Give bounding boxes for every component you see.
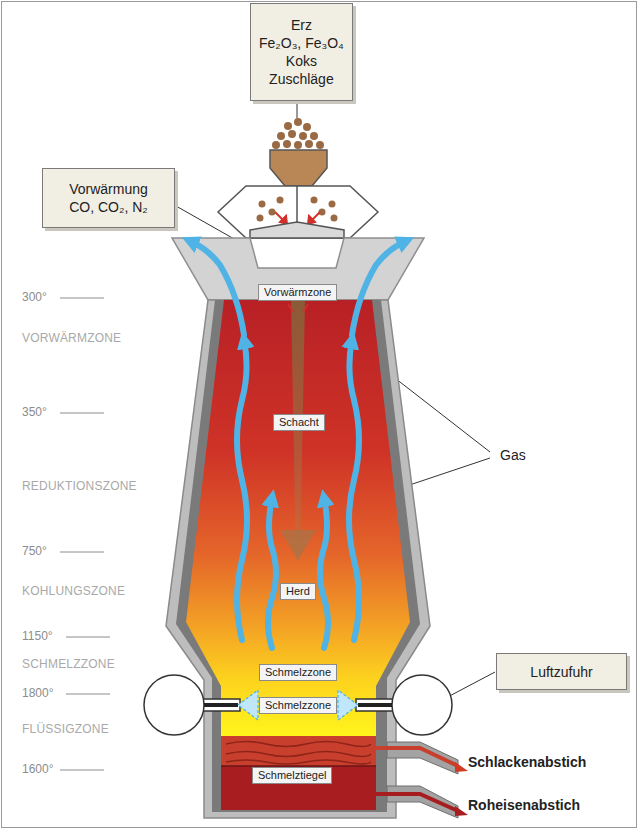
box-text: Zuschläge bbox=[269, 70, 334, 88]
box-text: CO, CO₂, N₂ bbox=[69, 198, 148, 216]
zone-tag: Schacht bbox=[273, 414, 325, 431]
zone-name: KOHLUNGSZONE bbox=[22, 584, 125, 598]
temperature-mark: 300° bbox=[22, 290, 47, 304]
zone-name: VORWÄRMZONE bbox=[22, 331, 121, 345]
temperature-mark: 750° bbox=[22, 544, 47, 558]
box-text: Vorwärmzone bbox=[264, 286, 331, 299]
zone-tag: Schmelzzone bbox=[259, 664, 337, 681]
input-box: Luftzufuhr bbox=[496, 653, 627, 690]
zone-tag: Vorwärmzone bbox=[258, 284, 337, 301]
zone-name: FLÜSSIGZONE bbox=[22, 722, 109, 736]
box-text: Schacht bbox=[279, 416, 319, 429]
box-text: Schmelztiegel bbox=[258, 769, 326, 782]
part-name: Gas bbox=[500, 447, 526, 463]
zone-name: REDUKTIONSZONE bbox=[22, 479, 137, 493]
box-text: Koks bbox=[286, 52, 317, 70]
tap-name: Roheisenabstich bbox=[468, 797, 580, 813]
box-text: Luftzufuhr bbox=[530, 663, 592, 681]
box-text: Herd bbox=[286, 585, 310, 598]
input-box: ErzFe₂O₃, Fe₃O₄KoksZuschläge bbox=[250, 3, 353, 101]
output-box: VorwärmungCO, CO₂, N₂ bbox=[42, 168, 175, 228]
temperature-mark: 1600° bbox=[22, 762, 54, 776]
temperature-mark: 1800° bbox=[22, 686, 54, 700]
zone-name: SCHMELZZONE bbox=[22, 657, 115, 671]
zone-tag: Schmelzzone bbox=[259, 697, 337, 714]
zone-tag: Herd bbox=[280, 583, 316, 600]
tap-name: Schlackenabstich bbox=[468, 754, 586, 770]
box-text: Vorwärmung bbox=[69, 180, 148, 198]
temperature-mark: 1150° bbox=[22, 629, 53, 643]
temperature-mark: 350° bbox=[22, 405, 47, 419]
box-text: Fe₂O₃, Fe₃O₄ bbox=[259, 34, 344, 52]
box-text: Schmelzzone bbox=[265, 666, 331, 679]
box-text: Schmelzzone bbox=[265, 699, 331, 712]
box-text: Erz bbox=[291, 16, 312, 34]
zone-tag: Schmelztiegel bbox=[252, 767, 332, 784]
